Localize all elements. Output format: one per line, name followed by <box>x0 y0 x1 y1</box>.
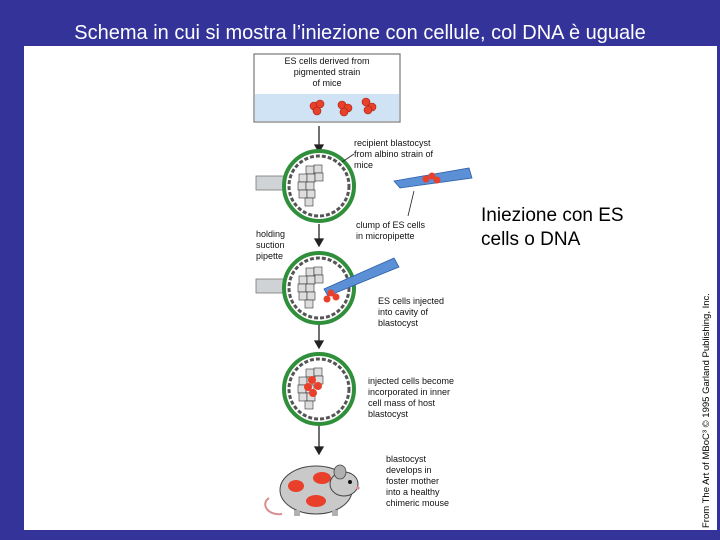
arrow-down-icon <box>313 144 325 154</box>
label-recipient-3: mice <box>354 160 373 170</box>
label-incorporated-2: incorporated in inner <box>368 387 450 397</box>
es-cell-dish: ES cells derived from pigmented strain o… <box>253 53 401 123</box>
annotation-text: Iniezione con ES cells o DNA <box>481 204 681 252</box>
recipient-blastocyst <box>255 151 354 221</box>
label-holding-1: holding <box>256 229 285 239</box>
es-cell-injection-diagram: ES cells derived from pigmented strain o… <box>253 53 473 516</box>
label-holding-3: pipette <box>256 251 283 261</box>
annotation-line-2: cells o DNA <box>481 229 581 250</box>
label-injected-3: blastocyst <box>378 318 419 328</box>
label-es-cells-1: ES cells derived from <box>284 56 369 66</box>
label-injected-1: ES cells injected <box>378 296 444 306</box>
figure-panel: ES cells derived from pigmented strain o… <box>24 46 717 530</box>
injected-blastocyst <box>255 253 400 323</box>
incorporated-blastocyst <box>284 354 354 424</box>
arrow-down-icon <box>313 238 325 248</box>
label-holding-2: suction <box>256 240 285 250</box>
label-develops-5: chimeric mouse <box>386 498 449 508</box>
slide-title: Schema in cui si mostra l’iniezione con … <box>74 22 646 44</box>
label-recipient-2: from albino strain of <box>354 149 434 159</box>
label-es-cells-3: of mice <box>312 78 341 88</box>
label-develops-2: develops in <box>386 465 432 475</box>
label-develops-1: blastocyst <box>386 454 427 464</box>
label-incorporated-1: injected cells become <box>368 376 454 386</box>
chimeric-mouse-icon <box>264 464 360 516</box>
annotation-line-1: Iniezione con ES <box>481 205 624 226</box>
label-es-cells-2: pigmented strain <box>294 67 361 77</box>
label-injected-2: into cavity of <box>378 307 429 317</box>
arrow-down-icon <box>313 446 325 456</box>
copyright-notice: From The Art of MBoC³ © 1995 Garland Pub… <box>701 293 712 528</box>
label-develops-3: foster mother <box>386 476 439 486</box>
label-develops-4: into a healthy <box>386 487 440 497</box>
label-recipient-1: recipient blastocyst <box>354 138 431 148</box>
arrow-down-icon <box>313 340 325 350</box>
label-clump-1: clump of ES cells <box>356 220 426 230</box>
micropipette-with-clump <box>393 167 473 217</box>
label-incorporated-4: blastocyst <box>368 409 409 419</box>
flow-arrows <box>313 126 325 456</box>
label-clump-2: in micropipette <box>356 231 415 241</box>
es-cell-clusters <box>309 97 377 117</box>
label-incorporated-3: cell mass of host <box>368 398 436 408</box>
